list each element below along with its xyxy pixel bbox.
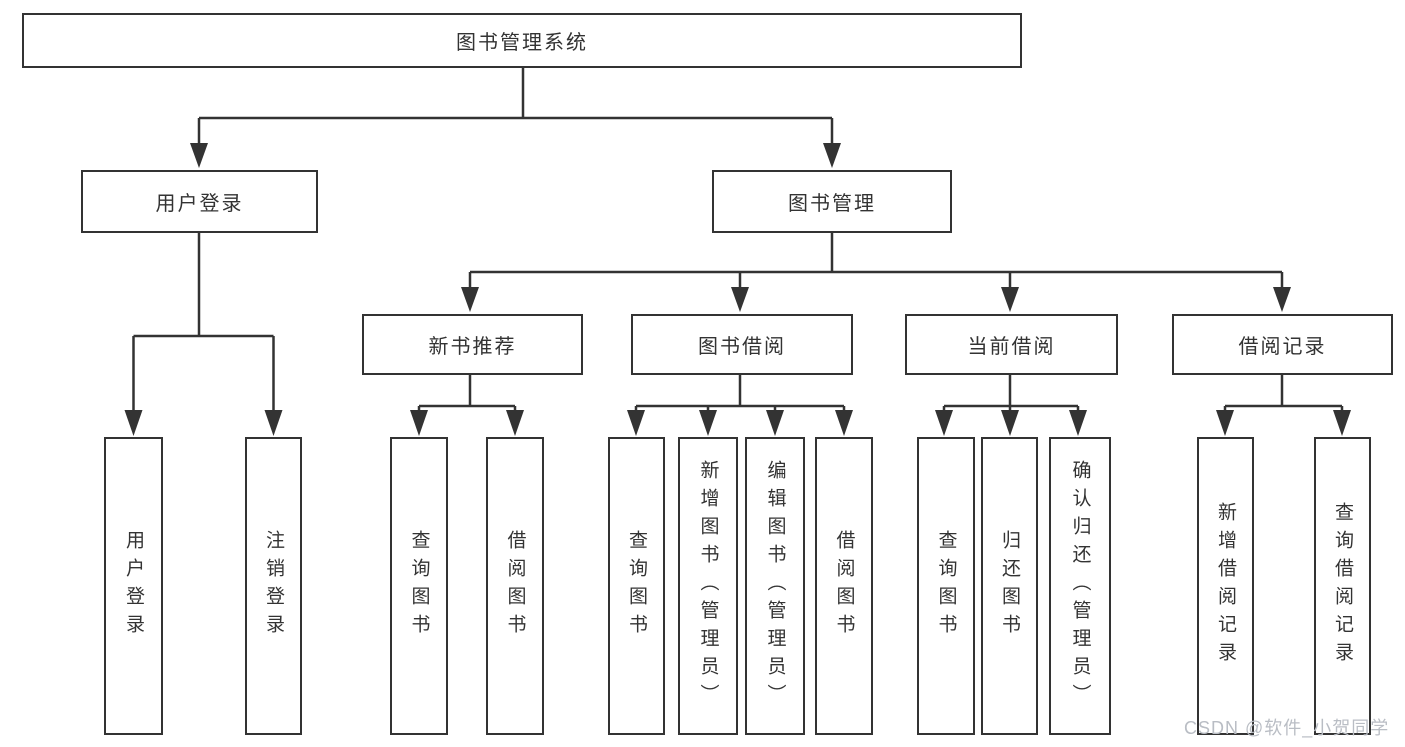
node-book-management: 图书管理 — [712, 170, 952, 233]
csdn-watermark: CSDN @软件_小贺同学 — [1184, 718, 1390, 738]
leaf-user-login: 用户登录 — [104, 437, 163, 735]
leaf-logout-label: 注销登录 — [263, 530, 284, 642]
leaf-query-borrow-record-label: 查询借阅记录 — [1332, 502, 1353, 670]
leaf-add-borrow-record-label: 新增借阅记录 — [1215, 502, 1236, 670]
leaf-borrow-books-1: 借阅图书 — [486, 437, 544, 735]
leaf-borrow-books-2: 借阅图书 — [815, 437, 873, 735]
arrowheads — [124, 143, 1351, 436]
leaf-logout: 注销登录 — [245, 437, 302, 735]
leaf-return-books: 归还图书 — [981, 437, 1038, 735]
leaf-add-books-admin: 新增图书（管理员） — [678, 437, 738, 735]
node-new-book-recommendation: 新书推荐 — [362, 314, 583, 375]
leaf-query-borrow-record: 查询借阅记录 — [1314, 437, 1371, 735]
leaf-return-books-label: 归还图书 — [999, 530, 1020, 642]
leaf-query-books-1-label: 查询图书 — [408, 530, 430, 642]
leaf-borrow-books-2-label: 借阅图书 — [833, 530, 855, 642]
leaf-query-books-2: 查询图书 — [608, 437, 665, 735]
leaf-user-login-label: 用户登录 — [123, 530, 144, 642]
leaf-add-books-admin-label: 新增图书（管理员） — [697, 460, 719, 712]
leaf-edit-books-admin: 编辑图书（管理员） — [745, 437, 805, 735]
leaf-query-books-3: 查询图书 — [917, 437, 975, 735]
leaf-borrow-books-1-label: 借阅图书 — [504, 530, 526, 642]
node-book-borrowing: 图书借阅 — [631, 314, 853, 375]
node-current-borrowing: 当前借阅 — [905, 314, 1118, 375]
node-user-login: 用户登录 — [81, 170, 318, 233]
node-borrowing-records: 借阅记录 — [1172, 314, 1393, 375]
node-system-root: 图书管理系统 — [22, 13, 1022, 68]
leaf-add-borrow-record: 新增借阅记录 — [1197, 437, 1254, 735]
leaf-query-books-2-label: 查询图书 — [626, 530, 647, 642]
leaf-query-books-3-label: 查询图书 — [935, 530, 957, 642]
leaf-confirm-return-admin-label: 确认归还（管理员） — [1069, 460, 1091, 712]
leaf-confirm-return-admin: 确认归还（管理员） — [1049, 437, 1111, 735]
leaf-edit-books-admin-label: 编辑图书（管理员） — [764, 460, 786, 712]
leaf-query-books-1: 查询图书 — [390, 437, 448, 735]
